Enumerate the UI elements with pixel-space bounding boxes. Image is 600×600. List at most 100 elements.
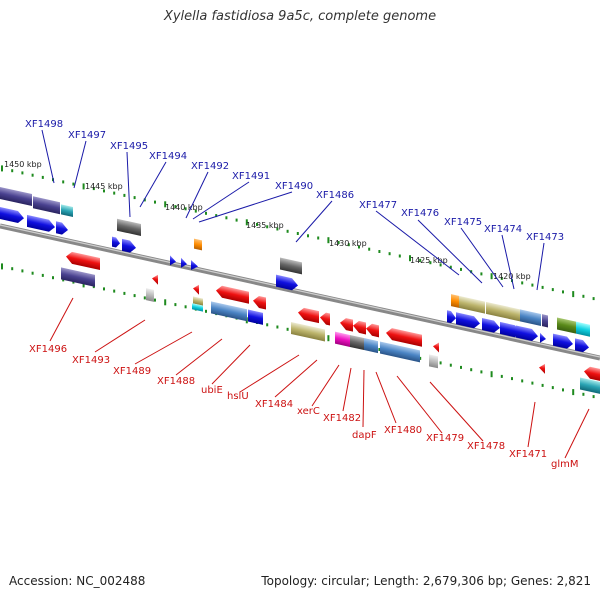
minor-tick xyxy=(194,209,197,213)
gene-box-ubie xyxy=(248,309,263,325)
forward-arrow-small xyxy=(56,221,68,235)
upper-tick-track xyxy=(1,165,595,301)
gene-label-xf1497[interactable]: XF1497 xyxy=(68,130,106,141)
reverse-arrow-xf1480 xyxy=(386,328,422,347)
minor-tick xyxy=(531,381,534,385)
minor-tick xyxy=(562,290,564,294)
gene-box-orange xyxy=(194,238,202,251)
callout-line-xf1492 xyxy=(185,171,209,219)
minor-tick xyxy=(439,263,442,267)
gene-box-xf1494 xyxy=(126,220,141,237)
gene-box-dapf xyxy=(364,338,378,354)
minor-tick xyxy=(368,247,371,251)
gene-label-xf1473[interactable]: XF1473 xyxy=(526,232,564,243)
minor-tick xyxy=(286,229,289,233)
gene-label-xf1476[interactable]: XF1476 xyxy=(401,208,439,219)
reverse-gene-arrows xyxy=(66,251,600,381)
gene-label-xf1491[interactable]: XF1491 xyxy=(232,171,270,182)
minor-tick xyxy=(480,272,483,276)
gene-label-xf1498[interactable]: XF1498 xyxy=(25,119,63,130)
minor-tick xyxy=(225,216,228,220)
minor-tick xyxy=(133,196,136,200)
minor-tick xyxy=(41,175,44,179)
gene-box-xf1497 xyxy=(33,196,60,215)
gene-box-xf1486 xyxy=(280,257,302,275)
gene-label-xf1478[interactable]: XF1478 xyxy=(467,441,505,452)
forward-arrow-xf1497 xyxy=(27,214,55,232)
gene-box-xf1484 xyxy=(315,327,325,342)
gene-label-xf1489[interactable]: XF1489 xyxy=(113,366,151,377)
minor-tick xyxy=(174,303,177,307)
forward-arrow-xf1492 xyxy=(170,255,176,266)
length-label: Length: xyxy=(373,574,420,588)
gene-label-xf1496[interactable]: XF1496 xyxy=(29,344,67,355)
gene-label-xf1490[interactable]: XF1490 xyxy=(275,181,313,192)
reverse-gene-callouts xyxy=(49,297,590,459)
reverse-arrow-xf1484 xyxy=(320,312,330,326)
scale-tick-label: 1445 kbp xyxy=(85,182,123,191)
gene-label-xf1474[interactable]: XF1474 xyxy=(484,224,522,235)
minor-tick xyxy=(215,214,218,218)
callout-line-xf1491 xyxy=(192,181,250,220)
scale-tick-label: 1420 kbp xyxy=(493,272,531,281)
major-tick xyxy=(1,263,3,270)
gene-label-xerc[interactable]: xerC xyxy=(297,406,320,417)
gene-label-xf1488[interactable]: XF1488 xyxy=(157,376,195,387)
callout-line-xf1489 xyxy=(134,331,193,365)
forward-arrow-xf1490 xyxy=(191,259,198,270)
minor-tick xyxy=(378,348,381,351)
gene-box-xf1475 xyxy=(520,309,541,326)
minor-tick xyxy=(500,276,503,280)
gene-box-xf1495 xyxy=(117,218,126,233)
gene-label-xf1492[interactable]: XF1492 xyxy=(191,161,229,172)
gene-label-xf1482[interactable]: XF1482 xyxy=(323,413,361,424)
minor-tick xyxy=(582,392,585,396)
minor-tick xyxy=(31,173,34,177)
minor-tick xyxy=(470,368,473,372)
gene-label-xf1477[interactable]: XF1477 xyxy=(359,200,397,211)
minor-tick xyxy=(307,234,309,238)
length-value: 2,679,306 bp xyxy=(422,574,503,588)
map-title: Xylella fastidiosa 9a5c, complete genome xyxy=(163,9,437,24)
forward-arrow-xf1498 xyxy=(0,207,24,223)
minor-tick xyxy=(429,261,432,265)
gene-label-glmm[interactable]: glmM xyxy=(551,459,579,470)
minor-tick xyxy=(317,236,320,240)
gene-label-xf1479[interactable]: XF1479 xyxy=(426,433,464,444)
topology-label: Topology: xyxy=(261,574,318,588)
gene-box-xf1488 xyxy=(211,301,247,322)
reverse-feature-boxes xyxy=(61,267,600,394)
gene-label-xf1480[interactable]: XF1480 xyxy=(384,425,422,436)
gene-label-xf1493[interactable]: XF1493 xyxy=(72,355,110,366)
reverse-arrow-xf1488 xyxy=(216,285,249,304)
gene-label-xf1494[interactable]: XF1494 xyxy=(149,151,187,162)
reverse-arrow-xerc xyxy=(340,318,353,332)
minor-tick xyxy=(256,223,258,226)
callout-line-xf1498 xyxy=(41,129,55,184)
minor-tick xyxy=(123,291,126,295)
minor-tick xyxy=(378,250,381,253)
gene-label-hslu[interactable]: hslU xyxy=(227,391,249,402)
major-tick xyxy=(409,255,411,262)
gene-label-xf1486[interactable]: XF1486 xyxy=(316,190,354,201)
gene-label-xf1495[interactable]: XF1495 xyxy=(110,141,148,152)
minor-tick xyxy=(62,180,65,184)
minor-tick xyxy=(143,198,146,202)
reverse-strand-genes xyxy=(61,251,600,394)
minor-tick xyxy=(449,265,452,269)
major-tick xyxy=(327,335,330,342)
scale-tick-label: 1430 kbp xyxy=(329,239,367,248)
accession-info: Accession: NC_002488 xyxy=(9,574,145,588)
minor-tick xyxy=(205,211,207,215)
gene-label-xf1475[interactable]: XF1475 xyxy=(444,217,482,228)
gene-box-cyan-small xyxy=(192,303,203,312)
forward-arrow-xf1474 xyxy=(516,325,538,341)
callout-line-xf1479 xyxy=(396,375,443,434)
minor-tick xyxy=(460,365,462,369)
gene-label-dapf[interactable]: dapF xyxy=(352,430,377,441)
gene-label-xf1484[interactable]: XF1484 xyxy=(255,399,293,410)
callout-line-xf1478 xyxy=(429,381,484,442)
gene-label-xf1471[interactable]: XF1471 xyxy=(509,449,547,460)
gene-label-ubie[interactable]: ubiE xyxy=(201,385,223,396)
reverse-arrow-glmm xyxy=(584,366,600,381)
